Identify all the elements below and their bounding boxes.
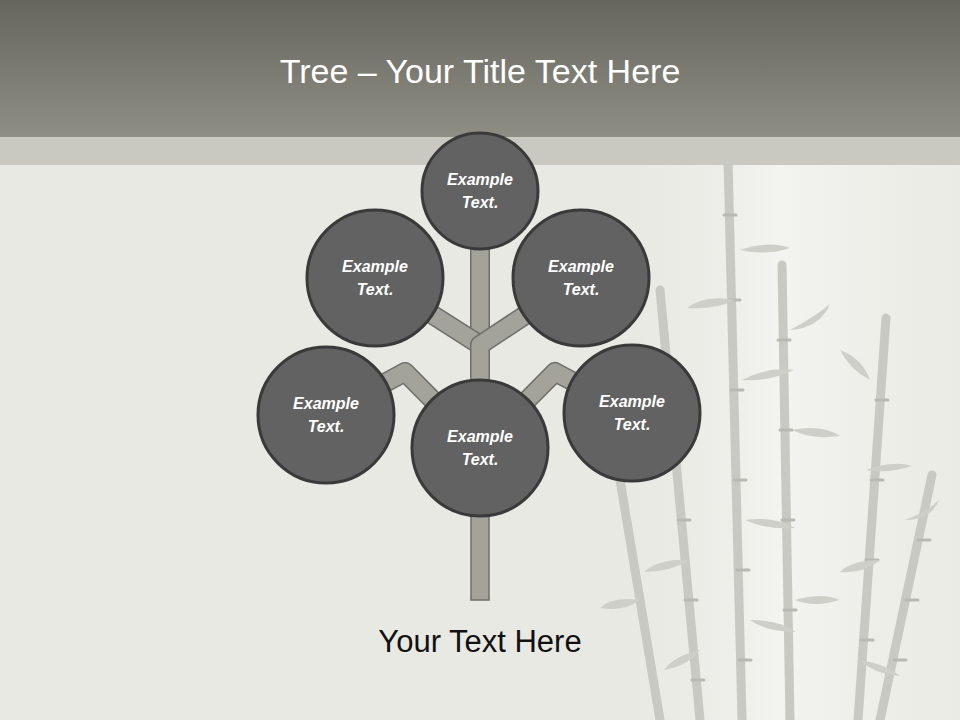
circle-node: Example Text.	[511, 208, 651, 348]
branch-connector	[386, 372, 433, 400]
caption-text: Your Text Here	[200, 624, 760, 660]
node-text: Example Text.	[592, 390, 672, 436]
node-text: Example Text.	[335, 255, 415, 301]
circle-outline	[420, 131, 540, 251]
text-holder: Example Text.	[410, 378, 550, 518]
circle-outline	[410, 378, 550, 518]
node-text: Example Text.	[286, 392, 366, 438]
node-text: Example Text.	[541, 255, 621, 301]
circle-node: Example Text.	[410, 378, 550, 518]
circle-node: Example Text.	[420, 131, 540, 251]
branch-outline	[480, 316, 524, 380]
trunk-stub	[471, 516, 489, 600]
circle-outline	[562, 343, 702, 483]
text-holder: Example Text.	[256, 345, 396, 485]
branch-connector	[480, 316, 524, 380]
branch-outline	[386, 372, 433, 400]
circle-outline	[305, 208, 445, 348]
node-text: Example Text.	[440, 168, 520, 214]
branch-fill	[480, 316, 524, 380]
circle-outline	[511, 208, 651, 348]
text-holder: Example Text.	[511, 208, 651, 348]
text-holder: Example Text.	[562, 343, 702, 483]
circle-node: Example Text.	[562, 343, 702, 483]
branch-fill	[386, 372, 433, 400]
slide-title: Tree – Your Title Text Here	[20, 52, 940, 91]
node-text: Example Text.	[440, 425, 520, 471]
circle-outline	[256, 345, 396, 485]
circle-node: Example Text.	[256, 345, 396, 485]
circle-node: Example Text.	[305, 208, 445, 348]
text-holder: Example Text.	[420, 131, 540, 251]
header-band	[0, 0, 960, 137]
text-holder: Example Text.	[305, 208, 445, 348]
